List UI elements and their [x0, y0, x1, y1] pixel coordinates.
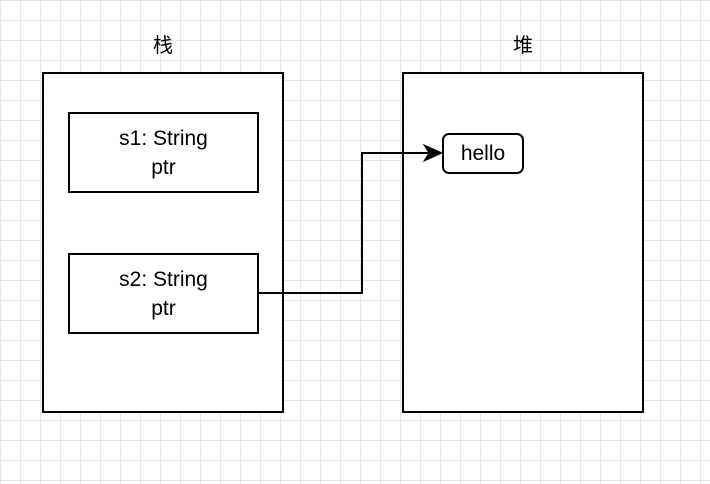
s2-to-hello-arrow-line — [259, 152, 428, 294]
s1-type-label: s1: String — [119, 126, 208, 150]
stack-title: 栈 — [153, 33, 173, 57]
heap-container — [402, 72, 644, 413]
heap-hello-box: hello — [442, 133, 524, 174]
s1-string-box: s1: String ptr — [68, 112, 259, 193]
s1-ptr-label: ptr — [151, 155, 176, 179]
s2-string-box: s2: String ptr — [68, 253, 259, 334]
s2-ptr-label: ptr — [151, 296, 176, 320]
heap-hello-label: hello — [460, 142, 506, 165]
heap-title: 堆 — [513, 33, 533, 57]
arrowhead-icon — [422, 143, 444, 163]
s2-type-label: s2: String — [119, 267, 208, 291]
